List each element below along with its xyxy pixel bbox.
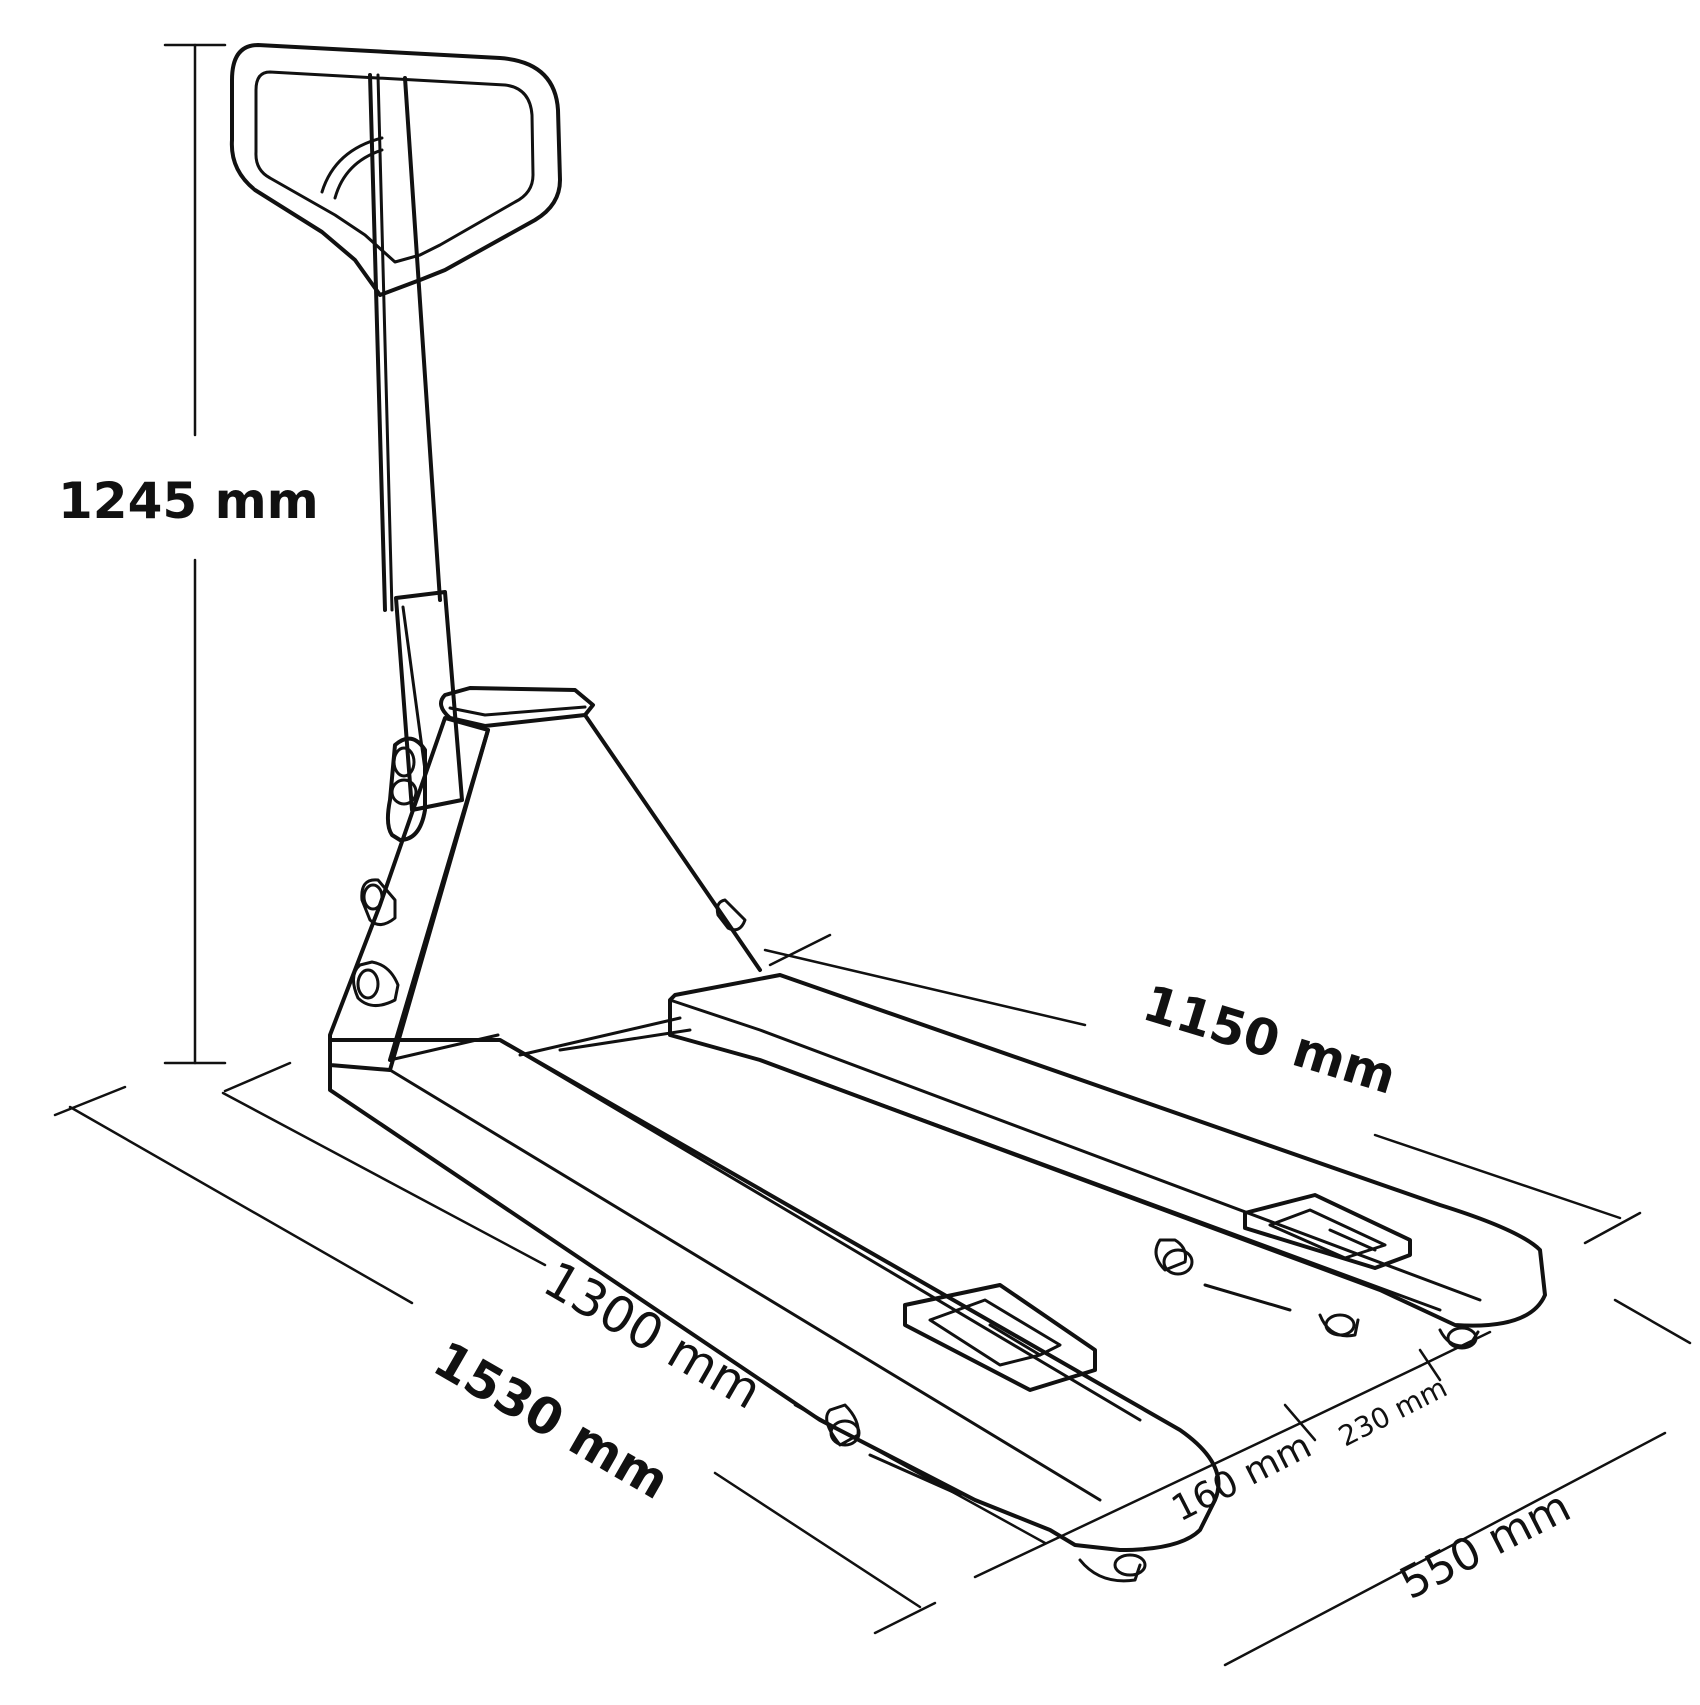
handle-grip bbox=[229, 43, 562, 297]
inner-width-label: 230 mm bbox=[1333, 1371, 1452, 1453]
fork-width-label: 160 mm bbox=[1165, 1425, 1318, 1530]
width-dimension-lines bbox=[973, 1298, 1692, 1667]
left-fork-cutout bbox=[903, 1283, 1097, 1392]
fork-length-label: 1150 mm bbox=[1136, 974, 1402, 1106]
right-fork bbox=[668, 973, 1547, 1328]
height-dimension-line bbox=[163, 43, 227, 1065]
handle-shaft bbox=[368, 73, 442, 612]
pump-knob bbox=[385, 736, 427, 842]
pallet-jack-illustration bbox=[229, 43, 1547, 1583]
right-fork-cutout bbox=[1243, 1193, 1412, 1270]
overall-length-dimension-line bbox=[53, 1085, 937, 1635]
left-fork bbox=[328, 1038, 1221, 1552]
pump-cap bbox=[439, 686, 595, 728]
fork-length-dimension-line bbox=[763, 933, 1642, 1245]
length-1300-label: 1300 mm bbox=[534, 1250, 771, 1421]
overall-width-label: 550 mm bbox=[1392, 1481, 1579, 1610]
height-label: 1245 mm bbox=[58, 472, 319, 530]
